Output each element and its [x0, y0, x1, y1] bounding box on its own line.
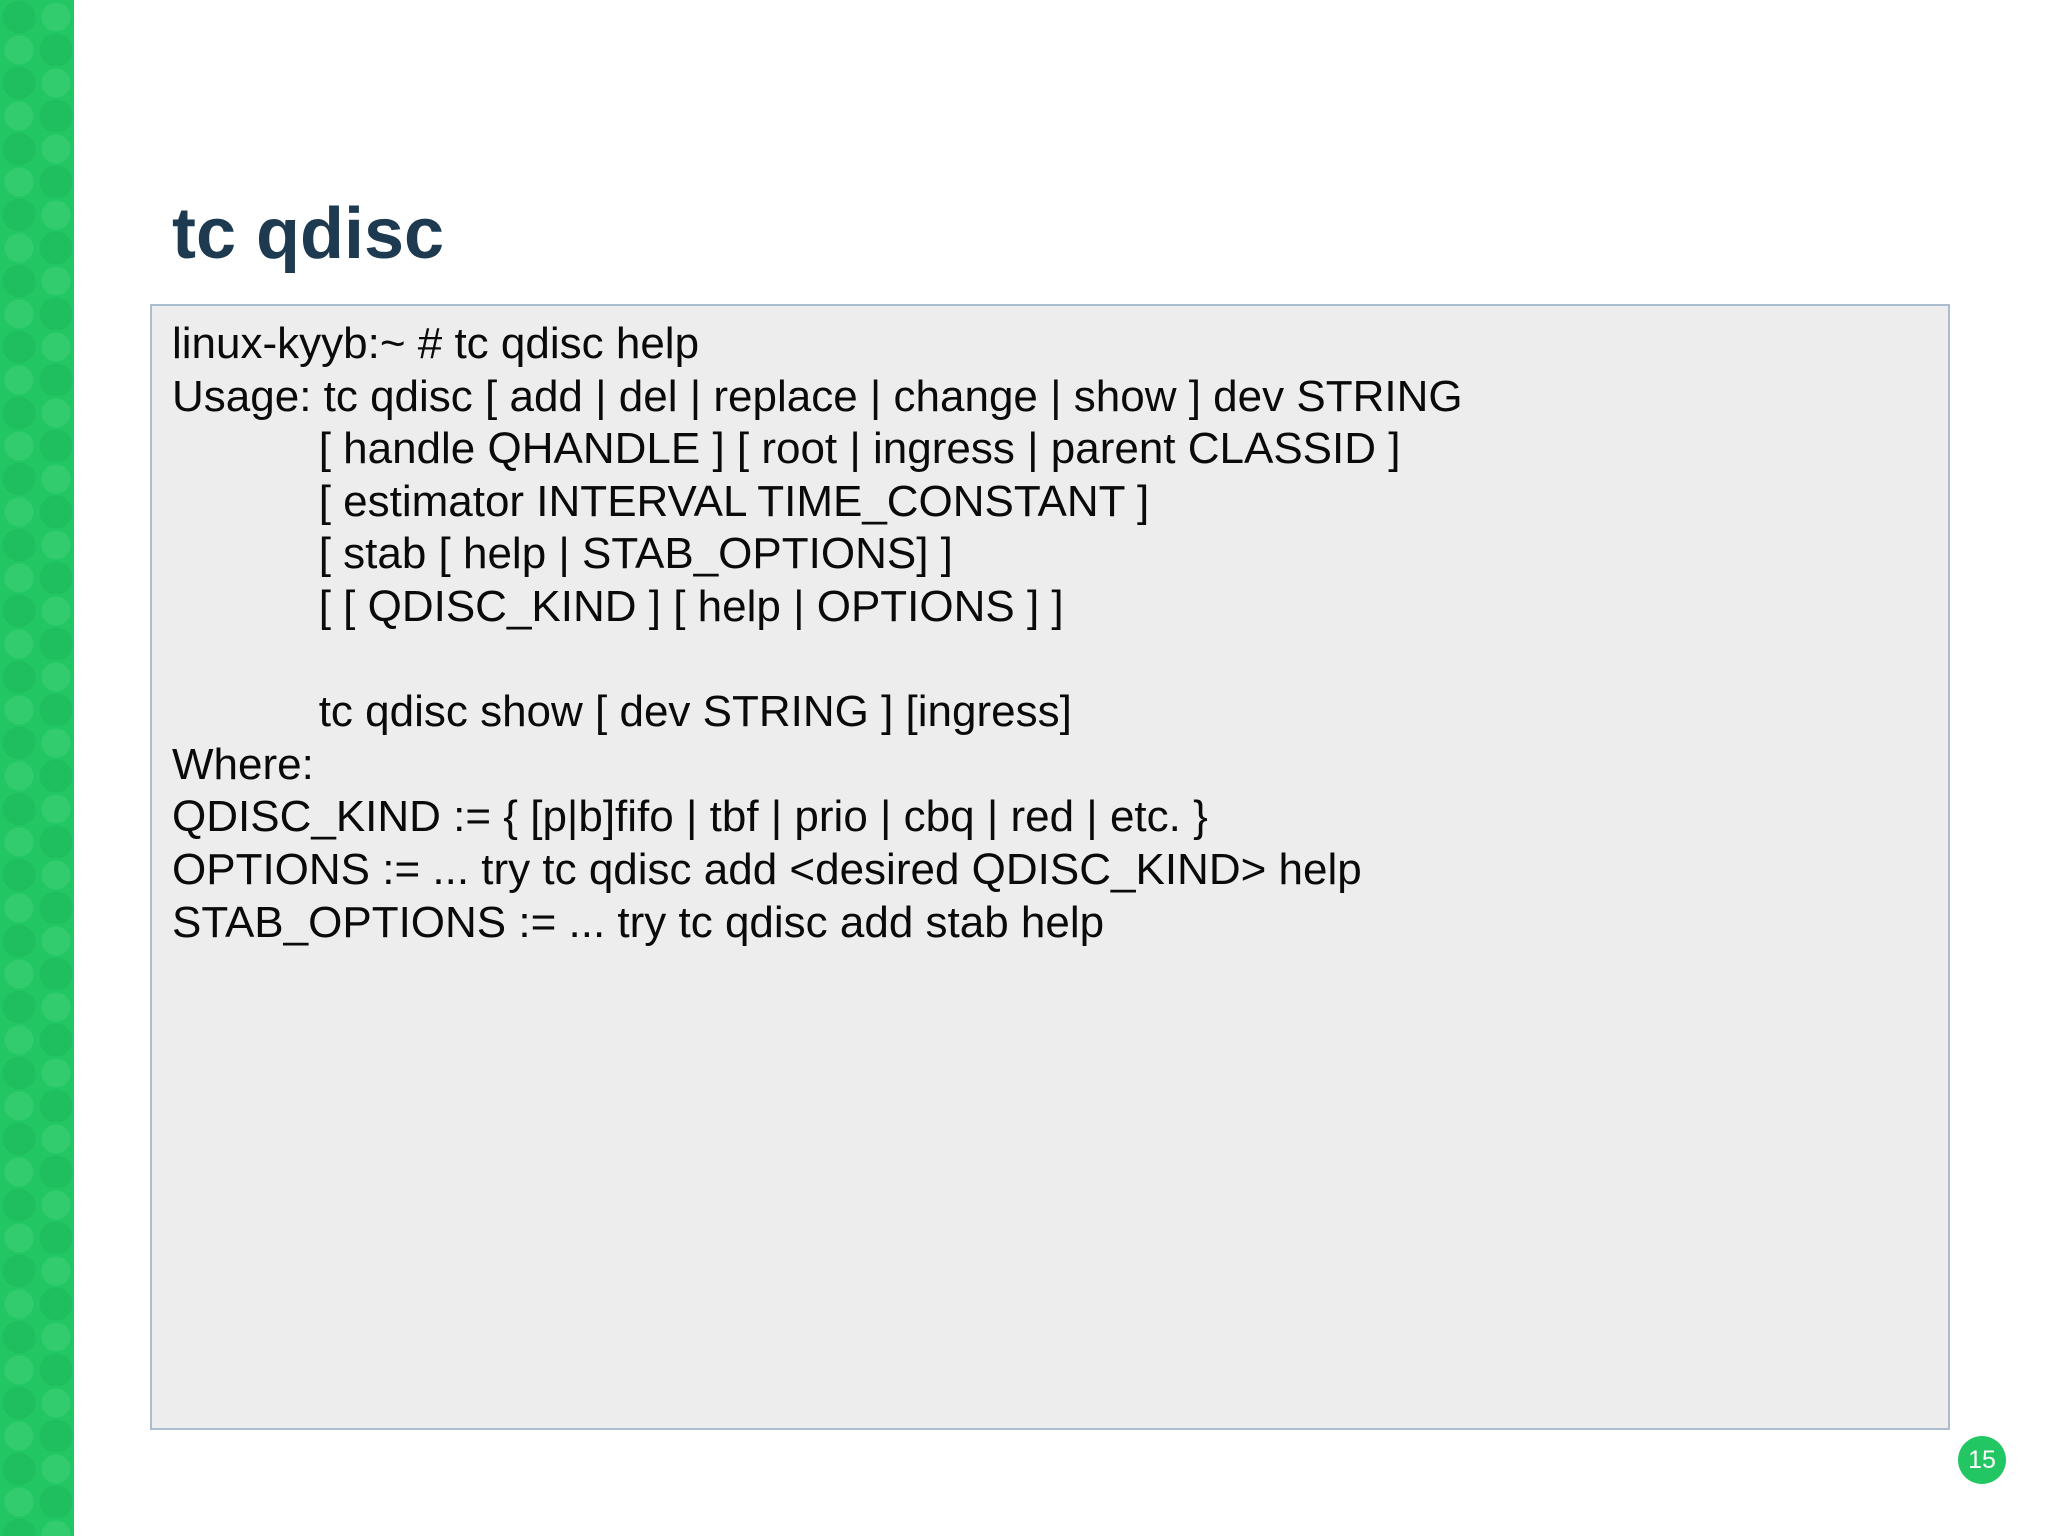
terminal-line: [ estimator INTERVAL TIME_CONSTANT ] [172, 476, 1150, 526]
terminal-line: linux-kyyb:~ # tc qdisc help [172, 319, 700, 368]
terminal-line: QDISC_KIND := { [p|b]fifo | tbf | prio |… [172, 792, 1208, 842]
terminal-line: [ handle QHANDLE ] [ root | ingress | pa… [172, 424, 1401, 474]
terminal-line: Usage: tc qdisc [ add | del | replace | … [172, 371, 1463, 421]
terminal-line: tc qdisc show [ dev STRING ] [ingress] [172, 687, 1072, 737]
terminal-line: [ [ QDISC_KIND ] [ help | OPTIONS ] ] [172, 581, 1064, 631]
terminal-line: STAB_OPTIONS := ... try tc qdisc add sta… [172, 897, 1105, 947]
terminal-line [172, 634, 1928, 687]
slide-title: tc qdisc [172, 194, 445, 275]
terminal-line: [ stab [ help | STAB_OPTIONS] ] [172, 529, 953, 579]
page-number-badge: 15 [1958, 1436, 2006, 1484]
terminal-line: Where: [172, 739, 314, 789]
terminal-line: OPTIONS := ... try tc qdisc add <desired… [172, 844, 1362, 894]
left-accent-stripe [0, 0, 74, 1536]
